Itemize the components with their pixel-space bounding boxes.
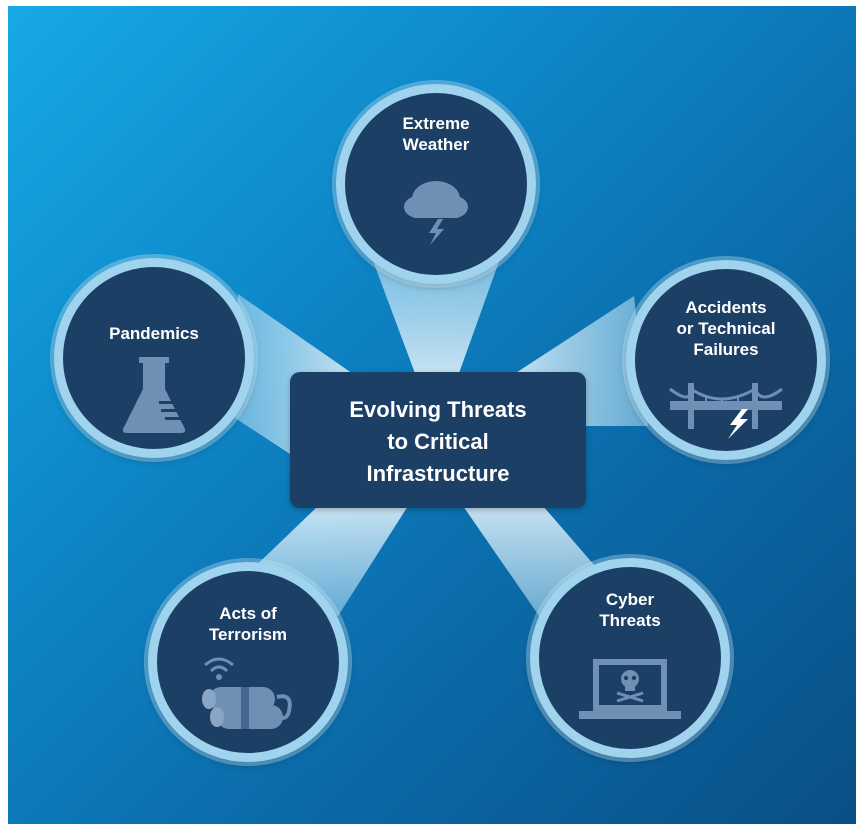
- terrorism-label: Acts of Terrorism: [208, 604, 288, 644]
- diagram-canvas: Extreme Weather Accidents or Technical F…: [8, 6, 856, 824]
- node-accidents: Accidents or Technical Failures: [626, 260, 826, 460]
- laptop-skull-icon: [579, 659, 681, 719]
- node-terrorism: Acts of Terrorism: [148, 562, 348, 762]
- center-title-box: Evolving Threats to Critical Infrastruct…: [290, 372, 586, 508]
- explosive-device-icon: [202, 657, 292, 731]
- flask-icon: [122, 357, 186, 433]
- accidents-label: Accidents or Technical Failures: [676, 298, 776, 359]
- node-extreme-weather: Extreme Weather: [336, 84, 536, 284]
- extreme-weather-label: Extreme Weather: [402, 114, 470, 154]
- node-pandemics: Pandemics: [54, 258, 254, 458]
- bridge-lightning-icon: [669, 383, 783, 439]
- pandemics-label: Pandemics: [109, 324, 199, 343]
- cyber-threats-label: Cyber Threats: [599, 590, 661, 630]
- center-title: Evolving Threats to Critical Infrastruct…: [349, 397, 527, 486]
- storm-cloud-icon: [404, 181, 468, 245]
- node-cyber-threats: Cyber Threats: [530, 558, 730, 758]
